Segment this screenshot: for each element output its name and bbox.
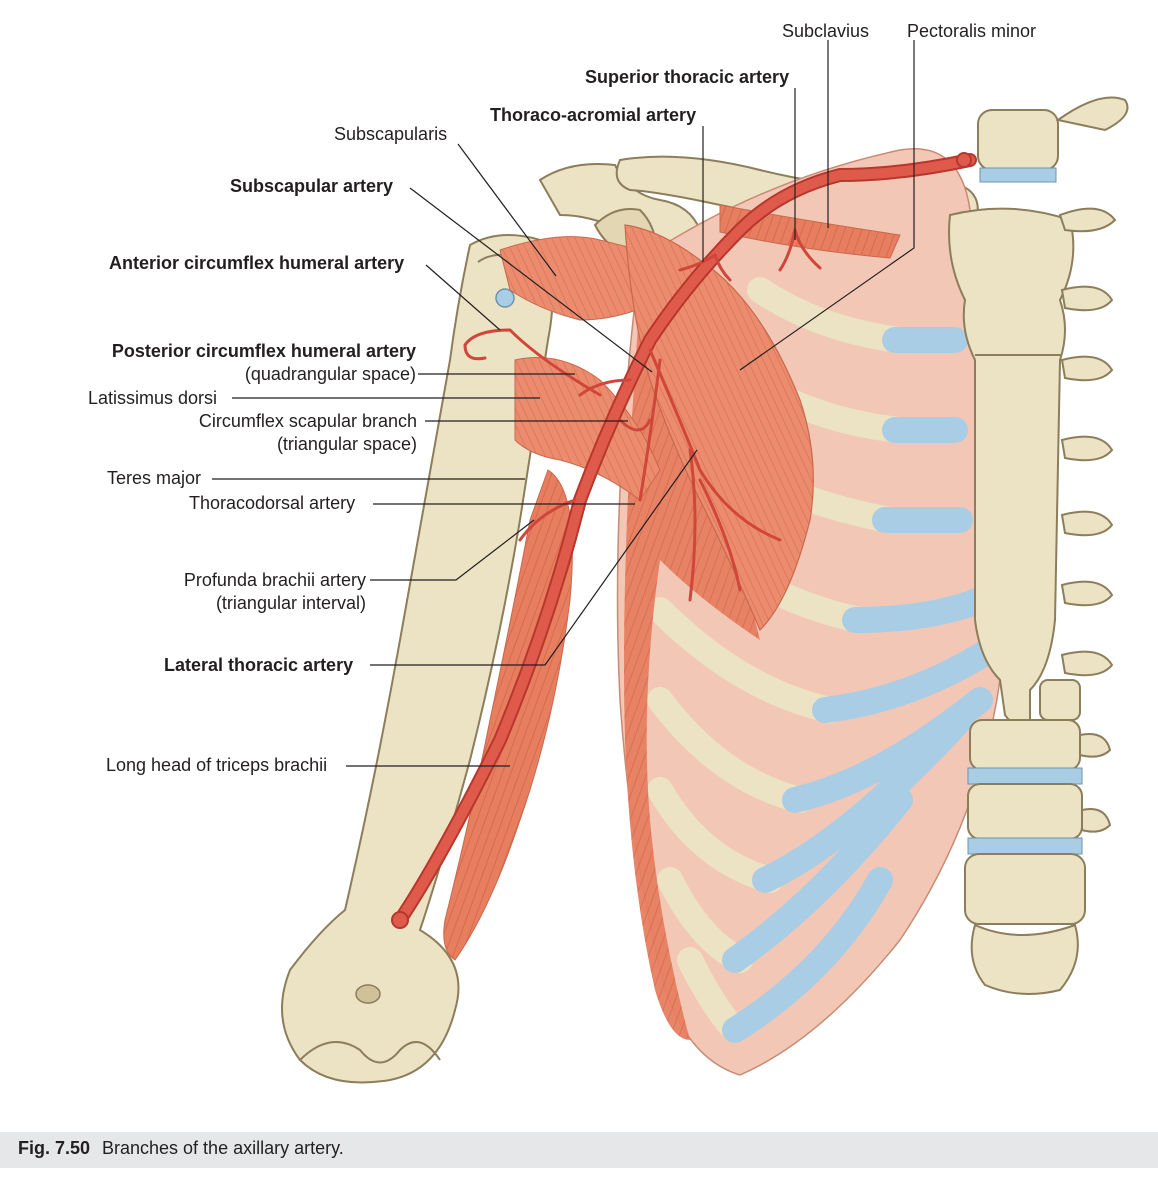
label-superior-thoracic-artery: Superior thoracic artery [585,67,790,87]
label-quadrangular-space: (quadrangular space) [244,364,416,384]
figure-number: Fig. 7.50 [18,1138,91,1158]
leader-lines [212,40,915,767]
label-triangular-interval: (triangular interval) [215,593,366,613]
label-subclavius: Subclavius [782,21,870,41]
figure-caption-bar: Fig. 7.50 Branches of the axillary arter… [0,1132,1158,1168]
subclavius-muscle [719,204,901,259]
latissimus-teres-muscle [514,357,661,501]
label-latissimus-dorsi: Latissimus dorsi [88,388,218,408]
axillary-artery [391,152,977,929]
label-triangular-space: (triangular space) [276,434,417,454]
figure-caption: Branches of the axillary artery. [102,1138,344,1158]
label-pectoralis-minor: Pectoralis minor [907,21,1037,41]
label-lateral-thoracic-artery: Lateral thoracic artery [164,655,354,675]
label-posterior-circumflex-humeral-artery: Posterior circumflex humeral artery [111,341,416,361]
label-subscapular-artery: Subscapular artery [230,176,394,196]
label-subscapularis: Subscapularis [334,124,448,144]
label-teres-major: Teres major [107,468,202,488]
label-profunda-brachii-artery: Profunda brachii artery [183,570,366,590]
label-thoraco-acromial-artery: Thoraco-acromial artery [490,105,697,125]
pectoralis-minor-muscle [624,224,814,632]
serratus-anterior-muscle [624,300,760,1040]
label-thoracodorsal-artery: Thoracodorsal artery [189,493,356,513]
label-circumflex-scapular-branch: Circumflex scapular branch [198,411,417,431]
label-anterior-circumflex-humeral-artery: Anterior circumflex humeral artery [109,253,405,273]
label-long-head-triceps-brachii: Long head of triceps brachii [106,755,328,775]
humerus-bone [281,234,554,1084]
vertebral-column [964,96,1129,995]
